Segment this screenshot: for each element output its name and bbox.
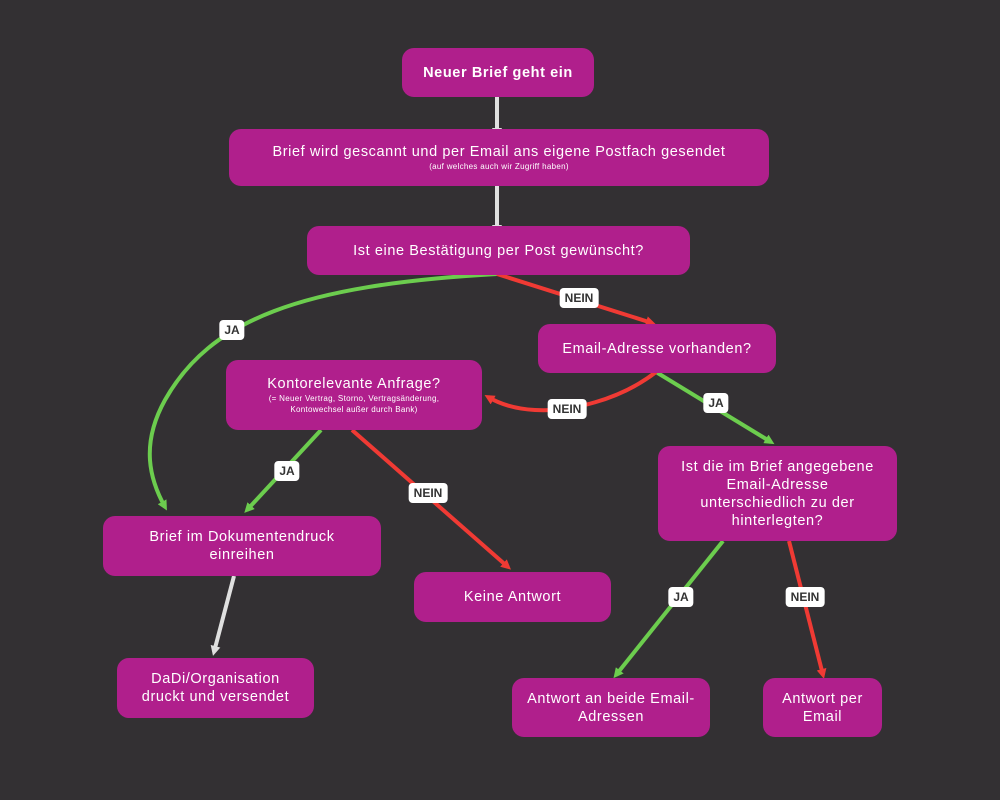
node-doc-print: Brief im Dokumentendruck einreihen [103,516,381,576]
node-account-note-line2: Kontowechsel außer durch Bank) [290,405,418,414]
node-scan: Brief wird gescannt und per Email ans ei… [229,129,769,186]
node-email-question: Email-Adresse vorhanden? [538,324,776,373]
node-start: Neuer Brief geht ein [402,48,594,97]
node-scan-label: Brief wird gescannt und per Email ans ei… [272,144,726,160]
node-scan-note: (auf welches auch wir Zugriff haben) [429,162,569,171]
badge-email-no: NEIN [547,399,587,419]
edge-email-no [484,370,658,413]
node-dadi: DaDi/Organisation druckt und versendet [117,658,314,718]
node-doc-print-line1: Brief im Dokumentendruck [149,529,335,545]
node-start-label: Neuer Brief geht ein [423,64,573,81]
node-account-note-line1: (= Neuer Vertrag, Storno, Vertragsänderu… [268,394,440,403]
edge-diff-yes [613,539,725,679]
node-email-answer-line1: Antwort per [782,690,863,707]
node-account-question: Kontorelevante Anfrage? (= Neuer Vertrag… [226,360,482,430]
badge-email-yes: JA [703,393,729,413]
node-doc-print-line2: einreihen [209,547,275,563]
node-both-emails-line2: Adressen [577,708,645,725]
node-account-question-label: Kontorelevante Anfrage? [267,376,441,392]
node-no-answer: Keine Antwort [414,572,611,622]
badge-account-no: NEIN [408,483,448,503]
edge-diff-no [787,540,827,679]
node-diff-email-line2: Email-Adresse [726,476,829,493]
node-dadi-line2: druckt und versendet [141,689,290,705]
badge-account-yes: JA [274,461,300,481]
badge-confirm-no: NEIN [559,288,599,308]
edge-docprint-to-dadi [210,575,236,656]
node-diff-email-line1: Ist die im Brief angegebene [681,458,874,475]
badge-diff-no: NEIN [785,587,825,607]
node-email-answer-line2: Email [802,708,843,725]
node-no-answer-label: Keine Antwort [463,589,562,605]
node-email-answer: Antwort per Email [763,678,882,737]
node-confirm-question-label: Ist eine Bestätigung per Post gewünscht? [353,242,644,259]
node-diff-email-line4: hinterlegten? [731,512,824,529]
node-email-question-label: Email-Adresse vorhanden? [562,340,752,357]
node-both-emails: Antwort an beide Email- Adressen [512,678,710,737]
node-both-emails-line1: Antwort an beide Email- [527,690,695,707]
edge-confirm-yes [147,272,498,511]
badge-diff-yes: JA [668,587,694,607]
badge-confirm-yes: JA [219,320,245,340]
node-diff-email-question: Ist die im Brief angegebene Email-Adress… [658,446,897,541]
node-diff-email-line3: unterschiedlich zu der [700,494,855,511]
node-dadi-line1: DaDi/Organisation [151,671,280,687]
node-confirm-question: Ist eine Bestätigung per Post gewünscht? [307,226,690,275]
